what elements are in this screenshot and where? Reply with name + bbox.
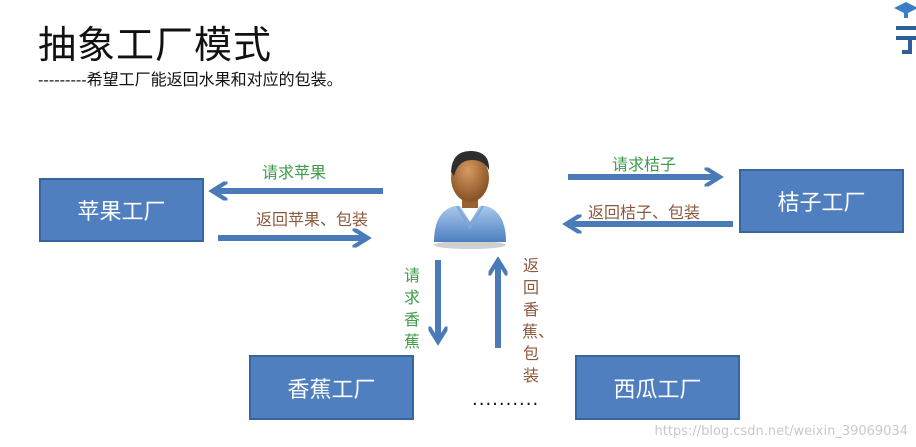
return-apple-label: 返回苹果、包装 [256,206,368,230]
return-banana-label: 返回香蕉、包装 [522,255,540,387]
return-orange-label: 返回桔子、包装 [588,199,700,223]
person-icon [426,146,512,250]
more-factories-ellipsis: .......... [472,389,539,410]
request-orange-label: 请求桔子 [612,151,676,175]
request-banana-label: 请求香蕉 [403,265,421,353]
watermark: https://blog.csdn.net/weixin_39069034 [654,424,908,439]
request-apple-label: 请求苹果 [262,159,326,183]
